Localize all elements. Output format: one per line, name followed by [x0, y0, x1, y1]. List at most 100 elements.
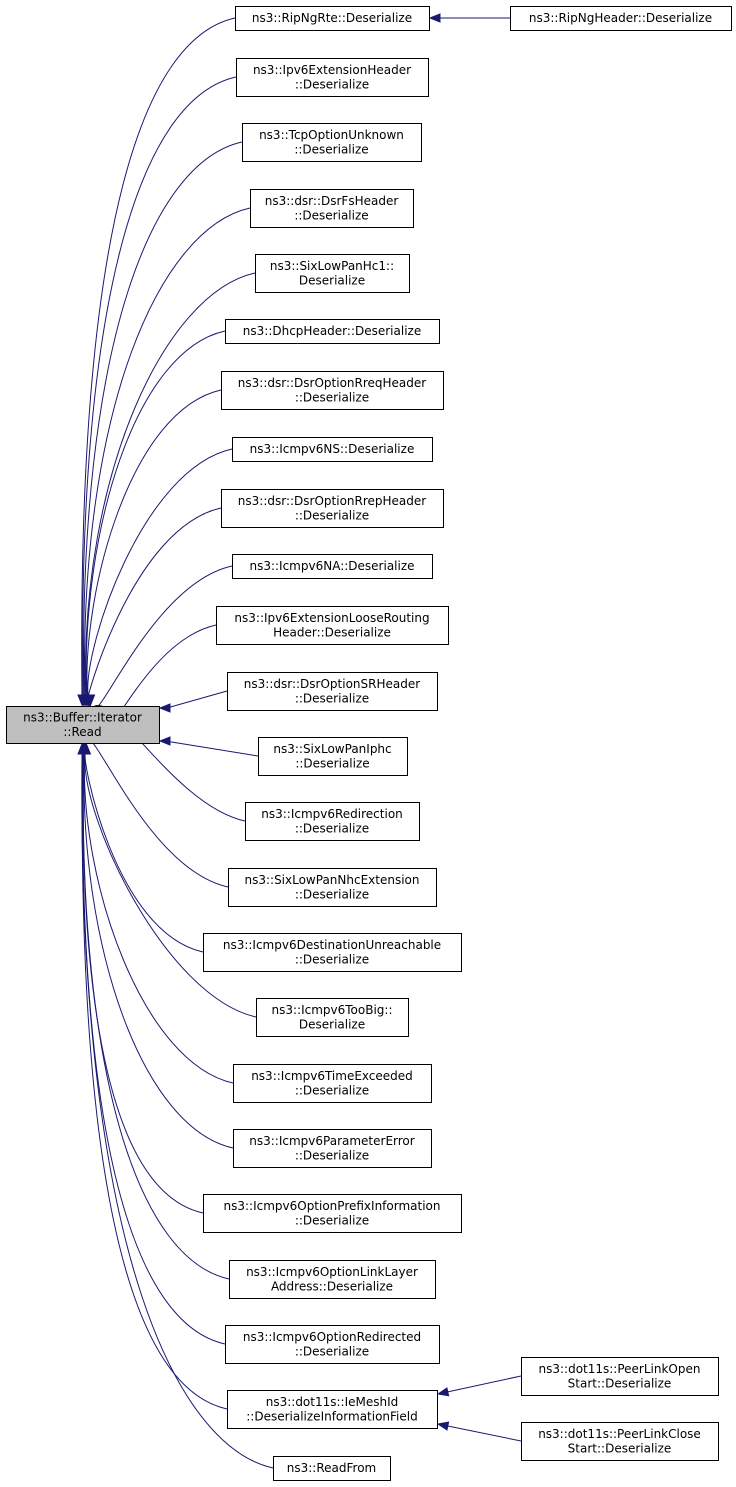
node-label: ::Deserialize — [295, 1148, 369, 1162]
node-label: ::Deserialize — [294, 208, 368, 222]
node-label: ::Deserialize — [295, 508, 369, 522]
node-box — [232, 554, 433, 579]
node-label: ns3::ReadFrom — [287, 1461, 376, 1475]
node-label: ns3::Icmpv6Redirection — [261, 807, 403, 821]
node-icmpredirected[interactable]: ns3::Icmpv6OptionRedirected::Deserialize — [225, 1325, 440, 1364]
edge-icmpdest-to-read — [80, 742, 204, 953]
node-label: ns3::dsr::DsrOptionSRHeader — [244, 677, 420, 691]
node-label: ns3::Icmpv6TooBig:: — [271, 1003, 392, 1017]
node-dsrrrep[interactable]: ns3::dsr::DsrOptionRrepHeader::Deseriali… — [221, 489, 444, 528]
arrowhead — [428, 13, 441, 23]
node-sixhc1[interactable]: ns3::SixLowPanHc1::Deserialize — [255, 254, 410, 293]
edge-dsrrreq-to-read — [82, 389, 222, 707]
node-box — [236, 58, 429, 97]
node-box — [225, 319, 440, 344]
node-label: ::Deserialize — [294, 142, 368, 156]
node-label: ns3::dsr::DsrOptionRrepHeader — [238, 494, 426, 508]
arrowhead — [85, 694, 96, 707]
node-label: ns3::SixLowPanHc1:: — [270, 259, 394, 273]
edge-icmptime-to-read — [79, 742, 234, 1084]
edge-line — [83, 753, 234, 1149]
node-read[interactable]: ns3::Buffer::Iterator::Read — [6, 706, 160, 744]
node-icmpprefix[interactable]: ns3::Icmpv6OptionPrefixInformation::Dese… — [203, 1194, 462, 1233]
node-box — [203, 933, 462, 972]
node-icmptoobig[interactable]: ns3::Icmpv6TooBig::Deserialize — [256, 998, 409, 1037]
node-icmpna[interactable]: ns3::Icmpv6NA::Deserialize — [232, 554, 433, 579]
edge-line — [83, 207, 251, 696]
node-label: ::Deserialize — [295, 390, 369, 404]
edge-line — [169, 690, 228, 708]
node-icmptime[interactable]: ns3::Icmpv6TimeExceeded::Deserialize — [233, 1064, 432, 1103]
node-tcpopt[interactable]: ns3::TcpOptionUnknown::Deserialize — [242, 123, 422, 162]
edge-line — [84, 753, 257, 1018]
node-label: ns3::DhcpHeader::Deserialize — [243, 324, 421, 338]
node-box — [273, 1456, 391, 1481]
edge-sixnhc-to-read — [81, 738, 229, 888]
node-icmpredir[interactable]: ns3::Icmpv6Redirection::Deserialize — [245, 802, 420, 841]
edge-dsrsr-to-read — [158, 690, 228, 713]
node-box — [233, 1064, 432, 1103]
node-label: ::Deserialize — [295, 821, 369, 835]
node-label: ::Deserialize — [295, 691, 369, 705]
node-icmpparam[interactable]: ns3::Icmpv6ParameterError::Deserialize — [233, 1129, 432, 1168]
node-icmpdest[interactable]: ns3::Icmpv6DestinationUnreachable::Deser… — [203, 933, 462, 972]
arrowhead — [77, 742, 87, 755]
node-sixnhc[interactable]: ns3::SixLowPanNhcExtension::Deserialize — [228, 868, 437, 907]
edge-icmpns-to-read — [83, 448, 233, 707]
node-ripngrte[interactable]: ns3::RipNgRte::Deserialize — [235, 6, 430, 31]
node-box — [250, 189, 414, 228]
node-dsrsr[interactable]: ns3::dsr::DsrOptionSRHeader::Deserialize — [227, 672, 438, 711]
edge-line — [81, 753, 228, 1410]
node-sixiphc[interactable]: ns3::SixLowPanIphc::Deserialize — [258, 737, 408, 776]
node-ipv6loose[interactable]: ns3::Ipv6ExtensionLooseRoutingHeader::De… — [216, 606, 449, 645]
node-label: ns3::RipNgHeader::Deserialize — [529, 11, 712, 25]
node-label: ns3::dot11s::PeerLinkOpen — [539, 1362, 701, 1376]
node-icmpns[interactable]: ns3::Icmpv6NS::Deserialize — [232, 437, 433, 462]
edge-readfrom-to-read — [77, 742, 274, 1469]
node-ripngheader[interactable]: ns3::RipNgHeader::Deserialize — [510, 6, 732, 31]
node-box — [521, 1357, 719, 1396]
edge-line — [84, 753, 204, 953]
node-box — [228, 868, 437, 907]
node-box — [233, 1129, 432, 1168]
node-box — [229, 1260, 436, 1299]
edge-ripngrte-to-read — [77, 17, 236, 707]
node-label: Deserialize — [299, 1017, 365, 1031]
edge-line — [82, 141, 243, 696]
edge-line — [83, 753, 234, 1084]
node-box — [225, 1325, 440, 1364]
edge-line — [169, 741, 259, 757]
node-box — [235, 6, 430, 31]
node-label: ::Deserialize — [295, 1213, 369, 1227]
node-label: ns3::Icmpv6DestinationUnreachable — [223, 938, 441, 952]
node-box — [227, 672, 438, 711]
edge-line — [447, 1375, 522, 1393]
node-box — [510, 6, 732, 31]
edge-line — [81, 17, 236, 696]
edge-line — [88, 507, 222, 696]
node-meshid[interactable]: ns3::dot11s::IeMeshId::DeserializeInform… — [227, 1390, 438, 1429]
node-label: ns3::RipNgRte::Deserialize — [252, 11, 412, 25]
edge-line — [85, 738, 229, 888]
node-box — [258, 737, 408, 776]
node-label: ns3::dsr::DsrFsHeader — [265, 194, 399, 208]
node-peerclose[interactable]: ns3::dot11s::PeerLinkCloseStart::Deseria… — [521, 1422, 719, 1461]
node-dhcp[interactable]: ns3::DhcpHeader::Deserialize — [225, 319, 440, 344]
node-label: ::Deserialize — [295, 1344, 369, 1358]
node-readfrom[interactable]: ns3::ReadFrom — [273, 1456, 391, 1481]
node-box — [203, 1194, 462, 1233]
node-label: ::DeserializeInformationField — [246, 1409, 417, 1423]
node-label: Start::Deserialize — [568, 1376, 672, 1390]
node-label: ns3::SixLowPanIphc — [273, 742, 391, 756]
node-label: ns3::Buffer::Iterator — [23, 710, 142, 724]
node-box — [255, 254, 410, 293]
edge-dsrrrep-to-read — [84, 507, 222, 707]
node-icmplinklayer[interactable]: ns3::Icmpv6OptionLinkLayerAddress::Deser… — [229, 1260, 436, 1299]
node-dsrrreq[interactable]: ns3::dsr::DsrOptionRreqHeader::Deseriali… — [221, 371, 444, 410]
node-ipv6ext[interactable]: ns3::Ipv6ExtensionHeader::Deserialize — [236, 58, 429, 97]
edge-line — [447, 1425, 522, 1442]
node-peeropen[interactable]: ns3::dot11s::PeerLinkOpenStart::Deserial… — [521, 1357, 719, 1396]
arrowhead — [158, 703, 171, 713]
node-dsrfs[interactable]: ns3::dsr::DsrFsHeader::Deserialize — [250, 189, 414, 228]
node-label: Start::Deserialize — [568, 1441, 672, 1455]
